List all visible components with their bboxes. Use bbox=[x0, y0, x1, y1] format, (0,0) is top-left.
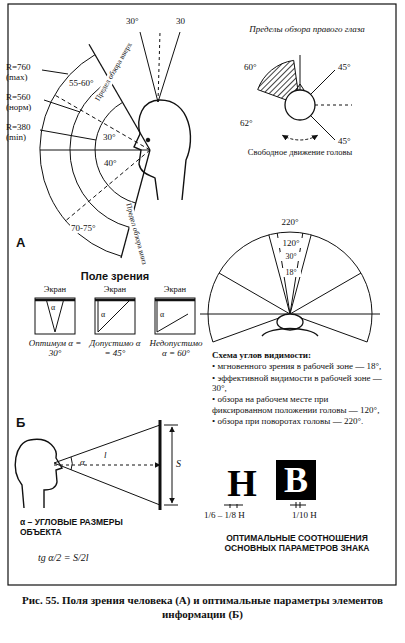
sign-letter-inverse-box: В bbox=[276, 460, 316, 500]
figure-label: Недопустимо α = 60° bbox=[146, 338, 206, 359]
figure-label: • эффективной видимости в рабочей зоне —… bbox=[212, 373, 390, 394]
figure-label: 1/10 Н bbox=[292, 510, 317, 520]
visibility-angles bbox=[200, 232, 380, 342]
figure-label: 70-75° bbox=[70, 223, 97, 233]
section-letter: Б bbox=[16, 416, 25, 431]
figure-label: Схема углов видимости: bbox=[212, 350, 390, 360]
figure-label: tg α/2 = S/2l bbox=[38, 552, 89, 564]
figure-label: R=760 (max) bbox=[6, 62, 42, 83]
figure-label: Экран bbox=[35, 285, 75, 295]
section-letter: А bbox=[16, 236, 25, 251]
figure-label: l bbox=[104, 450, 107, 460]
figure-label: α bbox=[101, 310, 105, 319]
figure-label: α – УГЛОВЫЕ РАЗМЕРЫ ОБЪЕКТА bbox=[20, 518, 150, 538]
angular-size bbox=[15, 420, 178, 510]
figure-label: 1/6 – 1/8 Н bbox=[204, 510, 245, 520]
figure-label: R=560 (норм) bbox=[6, 92, 42, 113]
screen-angles bbox=[35, 298, 195, 334]
figure-label: Предел обзора вверх bbox=[93, 40, 135, 103]
sign-letter-box: Н bbox=[224, 462, 260, 504]
figure-label: Свободное движение головы bbox=[225, 148, 375, 158]
figure-label: Предел обзора вниз bbox=[123, 202, 148, 267]
figure-caption: Рис. 55. Поля зрения человека (А) и опти… bbox=[14, 594, 391, 622]
figure-label: 30° bbox=[103, 132, 116, 142]
figure-label: 55-60° bbox=[68, 78, 95, 88]
figure-label: α bbox=[51, 303, 55, 312]
top-view-head bbox=[258, 55, 352, 140]
figure-label: R=380 (min) bbox=[6, 122, 42, 143]
figure-label: 220° bbox=[276, 217, 304, 227]
figure-label: Допустимо α = 45° bbox=[86, 338, 144, 359]
sign-letter: Н bbox=[227, 464, 257, 502]
figure-label: 62° bbox=[240, 118, 253, 128]
figure-label: 45° bbox=[338, 62, 351, 72]
figure-label: Экран bbox=[155, 285, 195, 295]
figure-label: 18° bbox=[281, 268, 301, 277]
figure-label: • мгновенного зрения в рабочей зоне — 18… bbox=[212, 361, 390, 371]
figure-label: 30° bbox=[126, 16, 139, 26]
figure-label: 60° bbox=[244, 62, 257, 72]
figure-label: S bbox=[176, 458, 181, 470]
figure-label: Поле зрения bbox=[50, 270, 180, 283]
figure-label: 120° bbox=[277, 238, 305, 248]
figure-label: α bbox=[80, 457, 85, 467]
figure-label: ОПТИМАЛЬНЫЕ СООТНОШЕНИЯ ОСНОВНЫХ ПАРАМЕТ… bbox=[204, 534, 390, 554]
vertical-field bbox=[40, 32, 191, 258]
figure-label: 30 bbox=[176, 16, 185, 26]
figure-label: 40° bbox=[104, 158, 117, 168]
figure-label: Экран bbox=[95, 285, 135, 295]
figure-label: • обзора при поворотах головы — 220°. bbox=[212, 416, 390, 426]
figure-label: Пределы обзора правого глаза bbox=[222, 24, 392, 34]
figure-label: Оптимум α = 30° bbox=[26, 338, 84, 359]
sign-letter: В bbox=[284, 462, 308, 498]
figure-label: • обзора на рабочем месте при фиксирован… bbox=[212, 394, 390, 415]
figure-label: 30° bbox=[280, 252, 302, 261]
page-frame bbox=[8, 4, 396, 585]
figure-label: α bbox=[160, 310, 164, 319]
figure-label: 45° bbox=[338, 136, 351, 146]
